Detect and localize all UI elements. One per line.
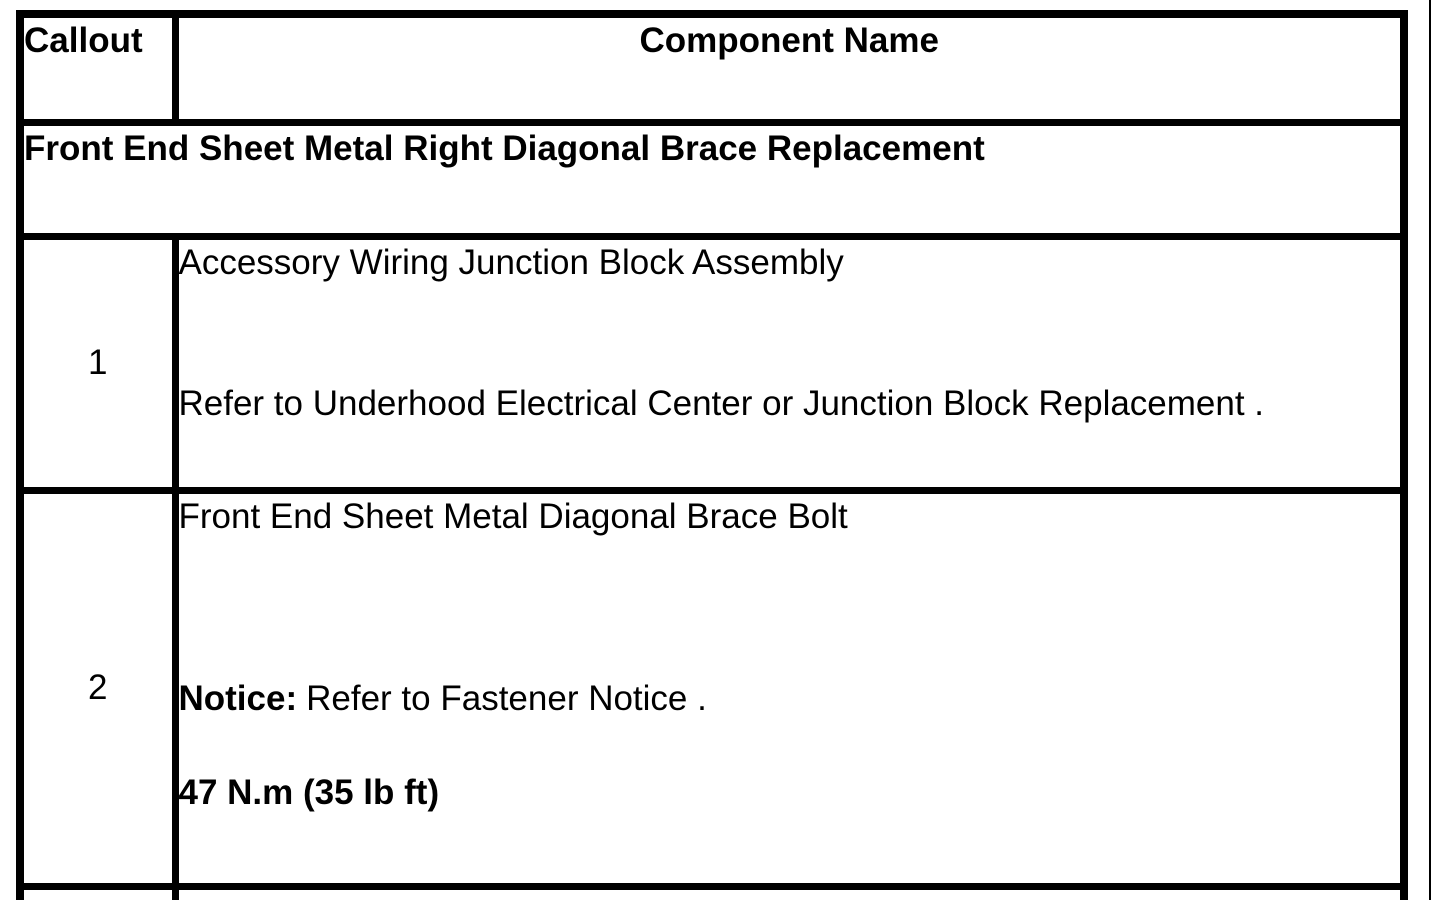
notice-text: Refer to Fastener Notice . <box>306 678 707 718</box>
component-name: Accessory Wiring Junction Block Assembly <box>178 242 844 282</box>
callout-table: Callout Component Name Front End Sheet M… <box>16 10 1408 900</box>
table-row: 1 Accessory Wiring Junction Block Assemb… <box>16 232 1408 494</box>
header-callout: Callout <box>16 10 179 126</box>
table-title-row: Front End Sheet Metal Right Diagonal Bra… <box>16 118 1408 240</box>
header-component-name: Component Name <box>171 10 1408 126</box>
component-note: Refer to Underhood Electrical Center or … <box>178 383 1265 423</box>
callout-number: 2 <box>16 486 179 890</box>
torque-spec: 47 N.m (35 lb ft) <box>178 772 440 812</box>
table-header-row: Callout Component Name <box>16 10 1408 126</box>
table-row-cutoff <box>16 882 1408 900</box>
page-edge-line <box>1429 0 1431 900</box>
procedure-title: Front End Sheet Metal Right Diagonal Bra… <box>16 118 1408 240</box>
component-cell: Front End Sheet Metal Diagonal Brace Bol… <box>171 486 1408 890</box>
callout-cell-cutoff <box>16 882 179 900</box>
component-name: Front End Sheet Metal Diagonal Brace Bol… <box>178 496 848 536</box>
notice-label: Notice: <box>178 678 298 718</box>
fastener-notice: Notice:Refer to Fastener Notice . <box>179 676 1401 722</box>
callout-number: 1 <box>16 232 179 494</box>
table-row: 2 Front End Sheet Metal Diagonal Brace B… <box>16 486 1408 890</box>
component-cell-cutoff <box>171 882 1408 900</box>
component-cell: Accessory Wiring Junction Block Assembly… <box>171 232 1408 494</box>
